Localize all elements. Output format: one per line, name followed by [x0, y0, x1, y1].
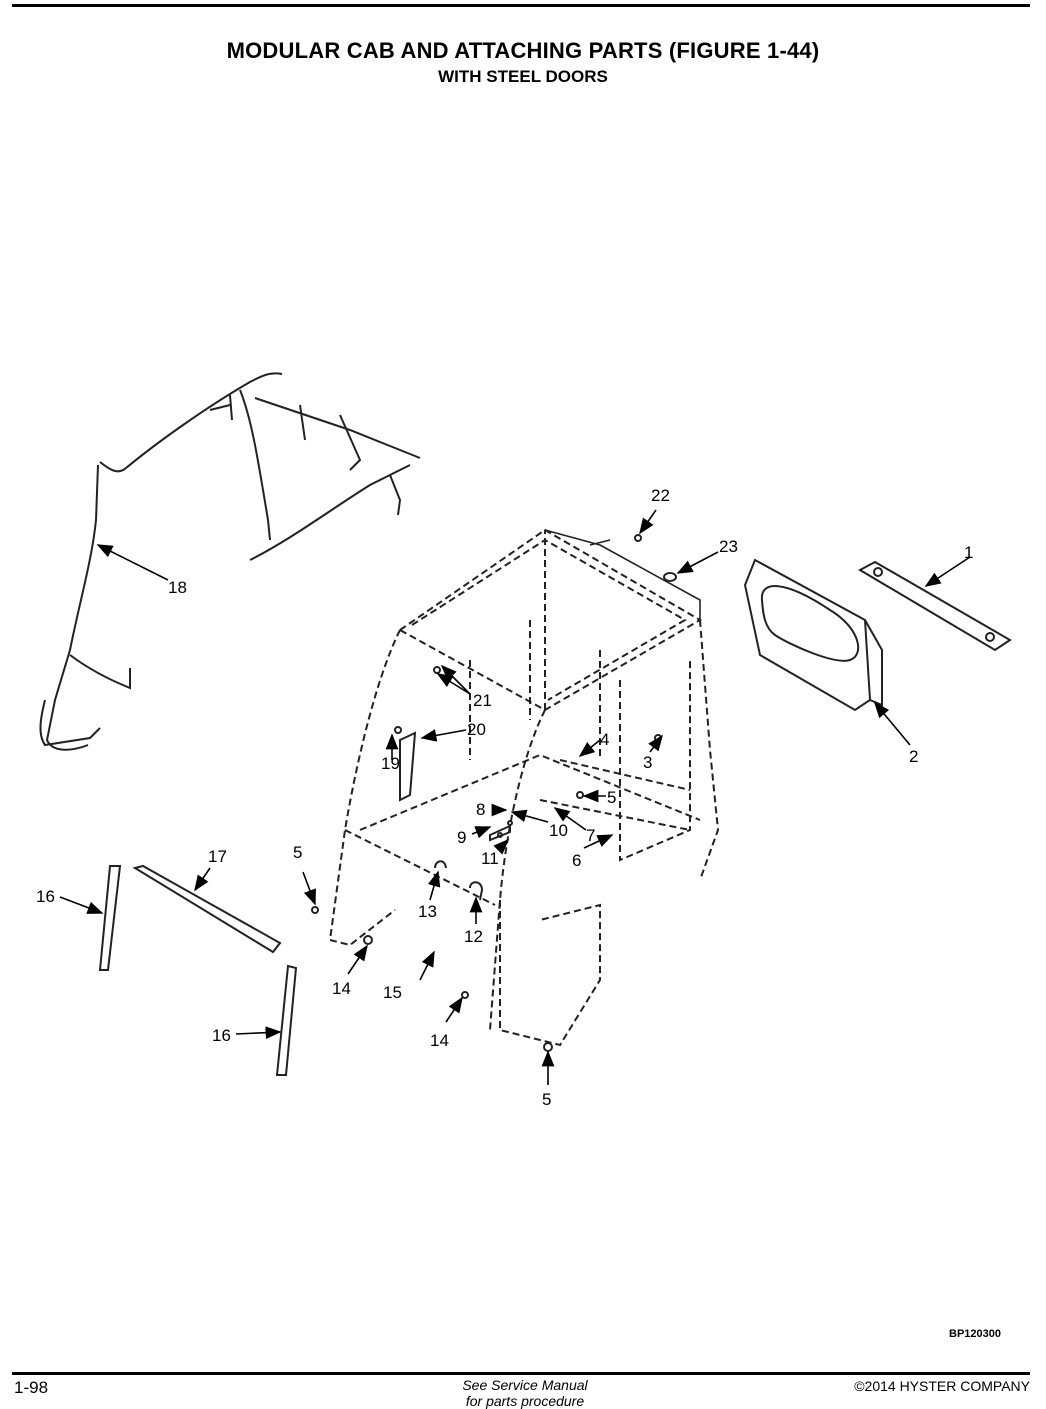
- callout-20: 20: [467, 720, 486, 739]
- callout-12: 12: [464, 927, 483, 946]
- cab-roof: [544, 529, 701, 620]
- callout-21: 21: [473, 691, 492, 710]
- rear-window-panel: [743, 558, 883, 712]
- callout-14-left: 14: [332, 979, 351, 998]
- callout-17: 17: [208, 847, 227, 866]
- callout-arrows: [59, 509, 971, 1085]
- callout-23: 23: [719, 537, 738, 556]
- callout-1: 1: [964, 543, 973, 562]
- page-title: MODULAR CAB AND ATTACHING PARTS (FIGURE …: [226, 38, 820, 63]
- callout-6: 6: [572, 851, 581, 870]
- callout-16-lower: 16: [212, 1026, 231, 1045]
- footer-note-line-1: See Service Manual: [462, 1377, 588, 1393]
- cab-frame: [329, 528, 720, 1047]
- callout-16-upper: 16: [36, 887, 55, 906]
- bottom-rule: [12, 1372, 1030, 1375]
- footer-note-line-2: for parts procedure: [465, 1393, 585, 1409]
- mounting-plate: [857, 560, 1012, 652]
- callout-14-bottom: 14: [430, 1031, 449, 1050]
- top-rule: [12, 4, 1030, 7]
- page-number: 1-98: [14, 1378, 49, 1397]
- copyright: ©2014 HYSTER COMPANY: [854, 1378, 1030, 1394]
- callout-2: 2: [909, 747, 918, 766]
- wiring-harness: [39, 372, 421, 751]
- page-subtitle: WITH STEEL DOORS: [438, 67, 608, 86]
- figure-code: BP120300: [949, 1328, 1001, 1340]
- callout-5-bottom: 5: [542, 1090, 551, 1109]
- callout-labels: 1 2 3 4 5 6 7 8 9 10 11 12 13 14 15 16 1…: [36, 486, 973, 1109]
- callout-18: 18: [168, 578, 187, 597]
- callout-4: 4: [600, 730, 609, 749]
- callout-19: 19: [381, 754, 400, 773]
- callout-11: 11: [481, 849, 499, 868]
- callout-5-right: 5: [607, 788, 616, 807]
- callout-9: 9: [457, 828, 466, 847]
- callout-3: 3: [643, 753, 652, 772]
- callout-15: 15: [383, 983, 402, 1002]
- callout-13: 13: [418, 902, 437, 921]
- callout-10: 10: [549, 821, 568, 840]
- seal-strips: [98, 864, 298, 1076]
- callout-8: 8: [476, 800, 485, 819]
- callout-22: 22: [651, 486, 670, 505]
- footer-note: See Service Manual for parts procedure: [430, 1377, 620, 1409]
- callout-5-upper-left: 5: [293, 843, 302, 862]
- callout-7: 7: [586, 826, 595, 845]
